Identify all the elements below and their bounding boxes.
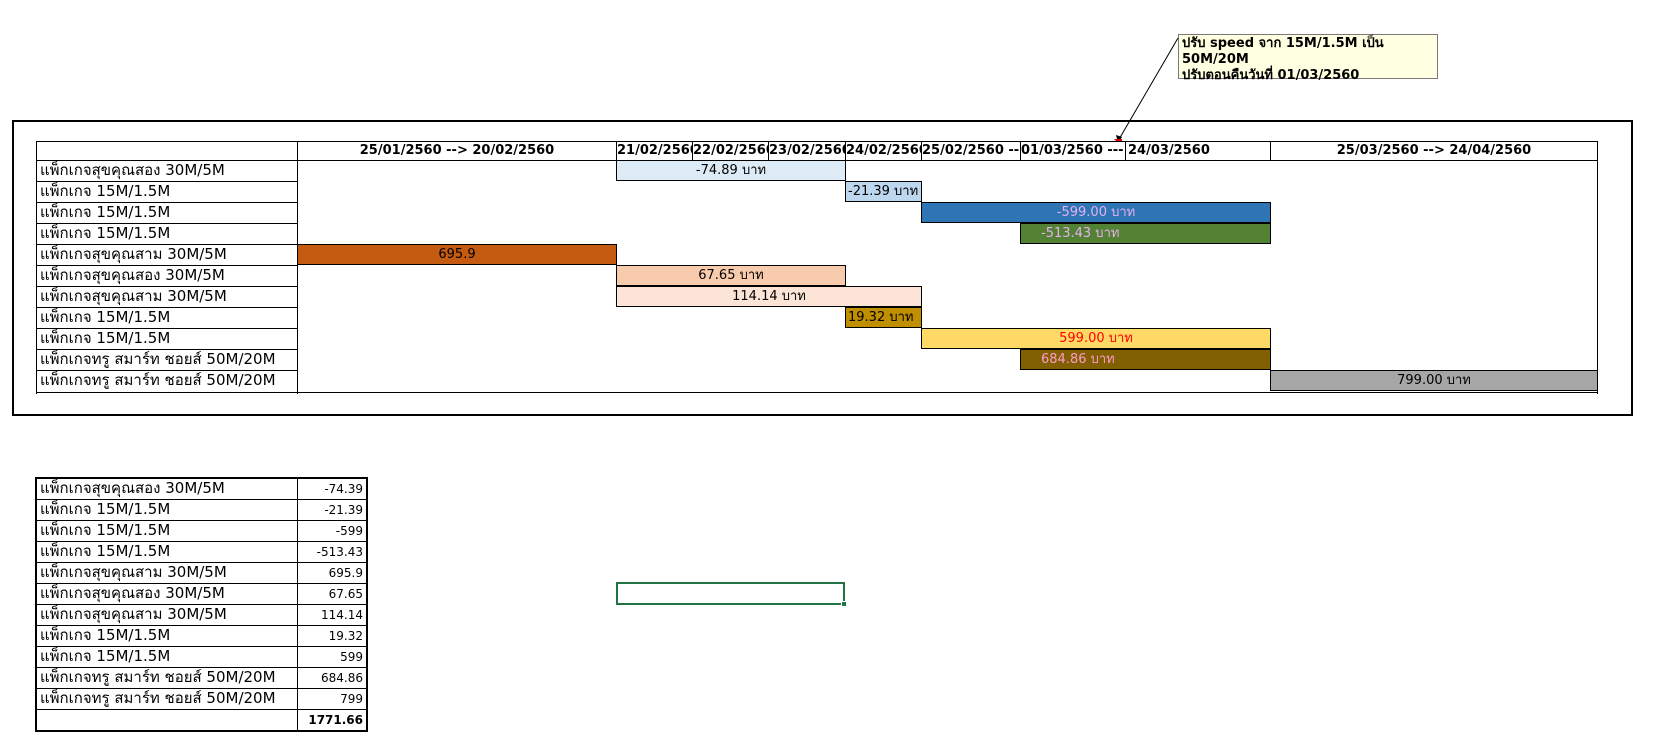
summary-value[interactable]: 114.14 <box>321 608 363 622</box>
row-label[interactable]: แพ็กเกจสุขคุณสอง 30M/5M <box>40 161 225 179</box>
grid-line <box>36 223 298 224</box>
summary-value[interactable]: -74.39 <box>324 482 363 496</box>
summary-label[interactable]: แพ็กเกจ 15M/1.5M <box>40 647 171 665</box>
header-period-25[interactable]: 25/02/2560 --> <box>921 141 1021 161</box>
grid-line <box>36 202 298 203</box>
grid-line <box>36 307 298 308</box>
summary-value[interactable]: 67.65 <box>328 587 363 601</box>
summary-label[interactable]: แพ็กเกจสุขคุณสอง 30M/5M <box>40 584 225 602</box>
header-period-last[interactable]: 25/03/2560 --> 24/04/2560 <box>1270 141 1598 161</box>
header-date-24[interactable]: 24/02/2560 <box>845 141 922 161</box>
gantt-frame <box>12 120 1633 416</box>
grid-line <box>36 286 298 287</box>
fill-handle[interactable] <box>841 601 847 607</box>
gantt-bar[interactable]: 599.00 บาท <box>921 328 1271 349</box>
summary-label[interactable]: แพ็กเกจสุขคุณสาม 30M/5M <box>40 563 227 581</box>
grid-line <box>36 160 37 394</box>
grid-line <box>36 625 367 626</box>
gantt-bar[interactable]: -21.39 บาท <box>845 181 922 202</box>
gantt-bar[interactable]: 684.86 บาท <box>1020 349 1271 370</box>
grid-line <box>36 583 367 584</box>
summary-label[interactable]: แพ็กเกจ 15M/1.5M <box>40 521 171 539</box>
comment-line-1: ปรับ speed จาก 15M/1.5M เป็น 50M/20M <box>1182 36 1384 67</box>
summary-value[interactable]: 799 <box>340 692 363 706</box>
gantt-bar[interactable]: 114.14 บาท <box>616 286 922 307</box>
summary-label[interactable]: แพ็กเกจทรู สมาร์ท ชอยส์ 50M/20M <box>40 668 276 686</box>
summary-value[interactable]: -513.43 <box>316 545 363 559</box>
header-period-01[interactable]: 01/03/2560 ---> <box>1020 141 1126 161</box>
summary-label[interactable]: แพ็กเกจ 15M/1.5M <box>40 626 171 644</box>
grid-line <box>297 160 298 394</box>
gantt-bar[interactable]: 799.00 บาท <box>1270 370 1598 391</box>
gantt-bar[interactable]: -599.00 บาท <box>921 202 1271 223</box>
row-label[interactable]: แพ็กเกจ 15M/1.5M <box>40 203 171 221</box>
grid-line <box>36 688 367 689</box>
grid-line <box>1597 160 1598 394</box>
grid-line <box>36 349 298 350</box>
row-label[interactable]: แพ็กเกจ 15M/1.5M <box>40 308 171 326</box>
grid-line <box>36 604 367 605</box>
summary-total[interactable]: 1771.66 <box>308 713 363 727</box>
gantt-bar[interactable]: 695.9 <box>297 244 617 265</box>
gantt-bar[interactable]: -74.89 บาท <box>616 160 846 181</box>
selected-cell[interactable] <box>616 582 845 605</box>
grid-line <box>36 562 367 563</box>
row-label[interactable]: แพ็กเกจทรู สมาร์ท ชอยส์ 50M/20M <box>40 371 276 389</box>
summary-value[interactable]: 684.86 <box>321 671 363 685</box>
gantt-bar[interactable]: 19.32 บาท <box>845 307 922 328</box>
row-label[interactable]: แพ็กเกจสุขคุณสาม 30M/5M <box>40 245 227 263</box>
row-label[interactable]: แพ็กเกจสุขคุณสาม 30M/5M <box>40 287 227 305</box>
summary-label[interactable]: แพ็กเกจ 15M/1.5M <box>40 500 171 518</box>
grid-line <box>36 709 367 710</box>
grid-line <box>36 520 367 521</box>
grid-line <box>36 541 367 542</box>
summary-value[interactable]: 599 <box>340 650 363 664</box>
summary-value[interactable]: -21.39 <box>324 503 363 517</box>
row-label[interactable]: แพ็กเกจ 15M/1.5M <box>40 182 171 200</box>
row-label[interactable]: แพ็กเกจ 15M/1.5M <box>40 329 171 347</box>
summary-value[interactable]: 19.32 <box>328 629 363 643</box>
summary-label[interactable]: แพ็กเกจ 15M/1.5M <box>40 542 171 560</box>
row-label[interactable]: แพ็กเกจทรู สมาร์ท ชอยส์ 50M/20M <box>40 350 276 368</box>
grid-line <box>36 328 298 329</box>
grid-line <box>36 667 367 668</box>
grid-line <box>36 499 367 500</box>
gantt-bar[interactable]: 67.65 บาท <box>616 265 846 286</box>
header-date-2403[interactable]: 24/03/2560 <box>1125 141 1271 161</box>
comment-note[interactable]: ปรับ speed จาก 15M/1.5M เป็น 50M/20M ปรั… <box>1178 34 1438 83</box>
grid-line <box>36 244 298 245</box>
row-label[interactable]: แพ็กเกจ 15M/1.5M <box>40 224 171 242</box>
grid-line <box>36 392 1598 393</box>
summary-value[interactable]: 695.9 <box>328 566 363 580</box>
summary-label[interactable]: แพ็กเกจสุขคุณสาม 30M/5M <box>40 605 227 623</box>
summary-value[interactable]: -599 <box>335 524 363 538</box>
header-period-1[interactable]: 25/01/2560 --> 20/02/2560 <box>297 141 617 161</box>
grid-line <box>36 646 367 647</box>
summary-label[interactable]: แพ็กเกจสุขคุณสอง 30M/5M <box>40 479 225 497</box>
row-label[interactable]: แพ็กเกจสุขคุณสอง 30M/5M <box>40 266 225 284</box>
summary-label[interactable]: แพ็กเกจทรู สมาร์ท ชอยส์ 50M/20M <box>40 689 276 707</box>
gantt-bar[interactable]: -513.43 บาท <box>1020 223 1271 244</box>
comment-line-2: ปรับตอนคืนวันที่ 01/03/2560 <box>1182 68 1360 83</box>
grid-line <box>36 181 298 182</box>
grid-line <box>36 265 298 266</box>
grid-line <box>36 370 298 371</box>
